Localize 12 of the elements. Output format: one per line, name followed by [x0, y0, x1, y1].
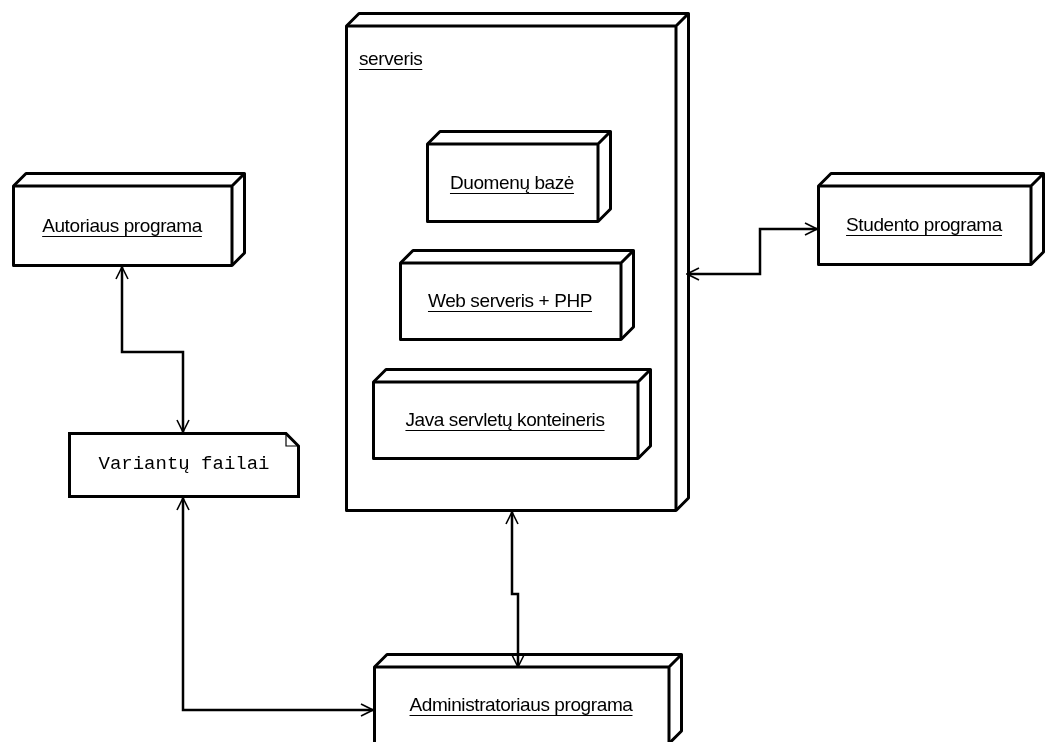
connector-arrow — [176, 497, 374, 717]
connector-arrow — [505, 511, 525, 668]
node-label: Autoriaus programa — [41, 214, 204, 237]
node-label: Duomenų bazė — [448, 171, 576, 194]
node-label: Variantų failai — [97, 453, 271, 475]
node-label: Web serveris + PHP — [426, 290, 593, 312]
connector-arrow — [115, 266, 190, 433]
node-label: Studento programa — [845, 214, 1004, 236]
node-label: Java servletų konteineris — [404, 409, 606, 431]
connector-arrow — [686, 222, 818, 281]
node-title: serveris — [359, 48, 423, 70]
node-label: Administratoriaus programa — [408, 694, 634, 716]
